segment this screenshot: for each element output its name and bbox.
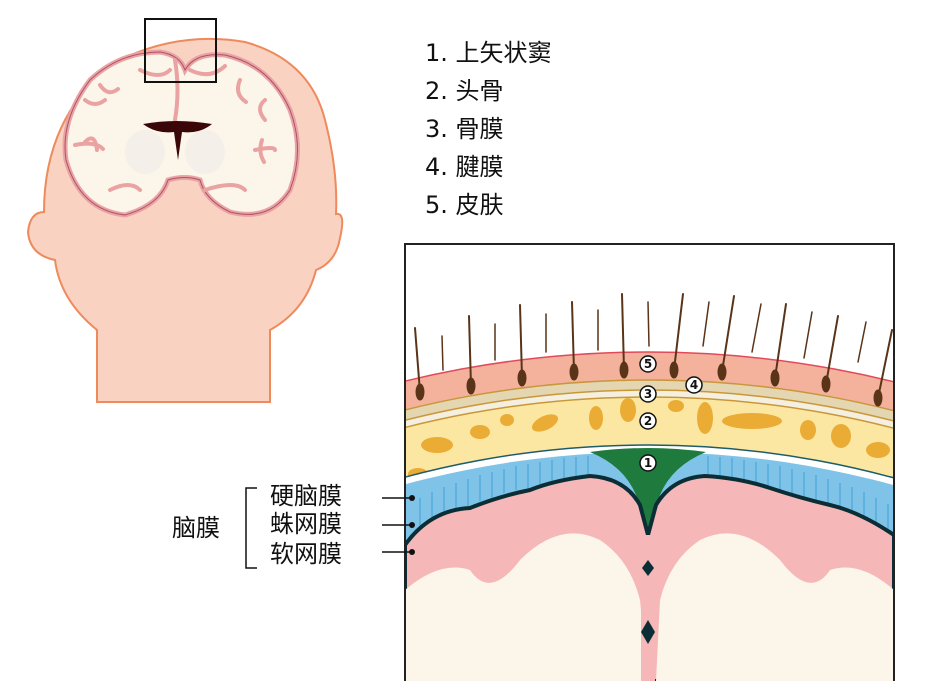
cross-section-panel: 5 4 3 2 1 <box>404 243 895 681</box>
svg-text:3: 3 <box>644 387 652 401</box>
svg-text:4: 4 <box>690 378 698 392</box>
legend-item-2: 2. 头骨 <box>425 77 504 105</box>
head-illustration <box>26 18 344 403</box>
arachnoid-mater-label: 蛛网膜 <box>270 510 342 538</box>
legend-item-4: 4. 腱膜 <box>425 153 504 181</box>
coronal-brain <box>62 49 300 218</box>
dura-mater-label: 硬脑膜 <box>270 482 342 510</box>
legend-item-3: 3. 骨膜 <box>425 115 504 143</box>
meninges-group-label: 脑膜 <box>172 514 220 542</box>
svg-text:1: 1 <box>644 456 652 470</box>
pia-mater-label: 软网膜 <box>270 540 342 568</box>
legend-item-5: 5. 皮肤 <box>425 191 504 219</box>
layer-markers: 5 4 3 2 1 <box>639 355 703 472</box>
svg-text:5: 5 <box>644 357 652 371</box>
zoom-region-box <box>144 18 217 83</box>
layer-legend: 1. 上矢状窦 2. 头骨 3. 骨膜 4. 腱膜 5. 皮肤 <box>425 34 552 224</box>
meninges-callouts <box>245 487 412 569</box>
svg-text:2: 2 <box>644 414 652 428</box>
legend-item-1: 1. 上矢状窦 <box>425 39 552 67</box>
